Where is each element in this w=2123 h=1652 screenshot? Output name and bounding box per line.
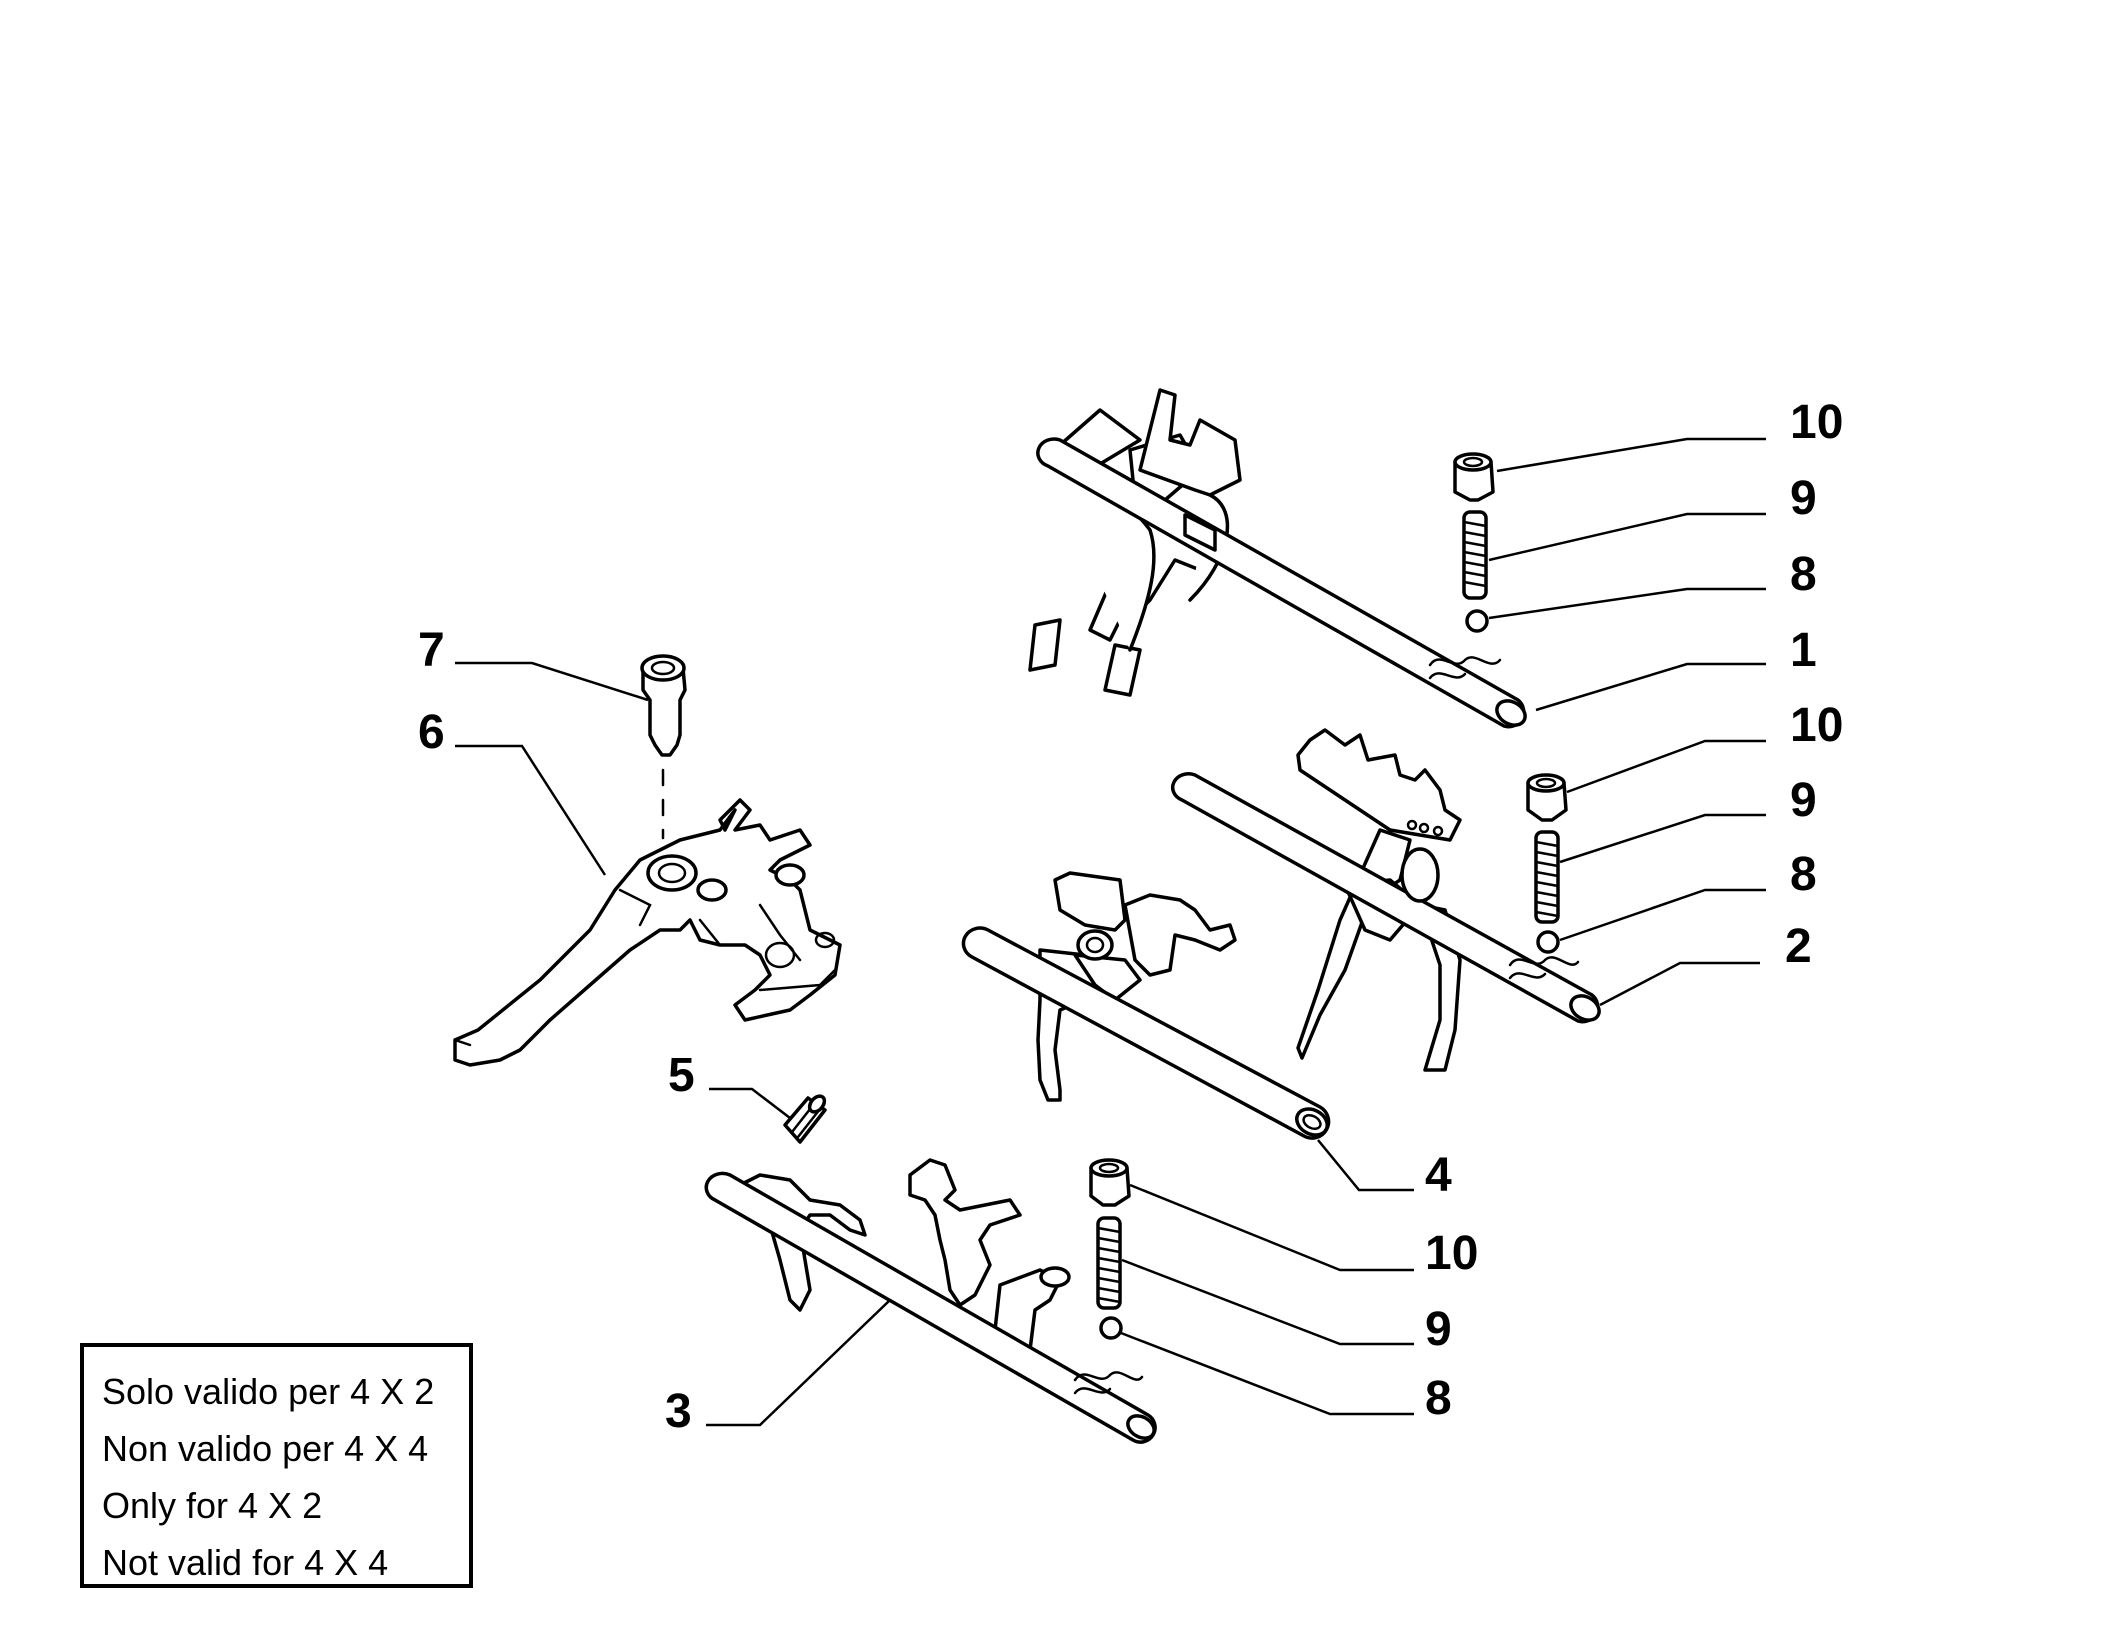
hardware-set-b	[1526, 773, 1568, 954]
part-5-roll-pin	[783, 1094, 827, 1144]
ball-8-c	[1099, 1316, 1123, 1340]
ball-8-b	[1536, 930, 1560, 954]
part-2-selector-rod-fork	[1171, 728, 1601, 1072]
note-line-2: Non valido per 4 X 4	[102, 1428, 429, 1469]
callout-10-upper: 10	[1790, 396, 1843, 449]
note-line-4: Not valid for 4 X 4	[102, 1542, 389, 1583]
callout-8-lower: 8	[1425, 1372, 1452, 1425]
callout-8-upper: 8	[1790, 548, 1817, 601]
callout-9-middle: 9	[1790, 774, 1817, 827]
part-1-selector-rod-fork	[1028, 388, 1527, 729]
hardware-set-c	[1089, 1158, 1131, 1340]
ball-8-a	[1465, 609, 1489, 633]
leader-lines	[455, 437, 1766, 1427]
part-4-selector-rod	[961, 871, 1331, 1140]
part-7-pin	[640, 654, 687, 840]
callout-3: 3	[665, 1385, 692, 1438]
callout-8-middle: 8	[1790, 848, 1817, 901]
callout-9-lower: 9	[1425, 1303, 1452, 1356]
note-line-3: Only for 4 X 2	[102, 1485, 323, 1526]
callout-1: 1	[1790, 624, 1817, 677]
note-line-1: Solo valido per 4 X 2	[102, 1371, 435, 1412]
applicability-note-box: Solo valido per 4 X 2 Non valido per 4 X…	[80, 1343, 473, 1588]
callout-7: 7	[418, 624, 445, 677]
part-6-shift-lever-fork	[453, 798, 842, 1067]
callout-10-middle: 10	[1790, 699, 1843, 752]
part-3-selector-rod-fork	[704, 1158, 1157, 1444]
callout-2: 2	[1785, 920, 1812, 973]
callout-6: 6	[418, 706, 445, 759]
callout-9-upper: 9	[1790, 472, 1817, 525]
callout-10-lower: 10	[1425, 1227, 1478, 1280]
hardware-set-a	[1453, 452, 1495, 633]
callout-4: 4	[1425, 1149, 1452, 1202]
callout-numbers: 10 9 8 1 10 9 8 2 7 6 5 4 10 9 8 3	[418, 396, 1843, 1438]
callout-5: 5	[668, 1049, 695, 1102]
